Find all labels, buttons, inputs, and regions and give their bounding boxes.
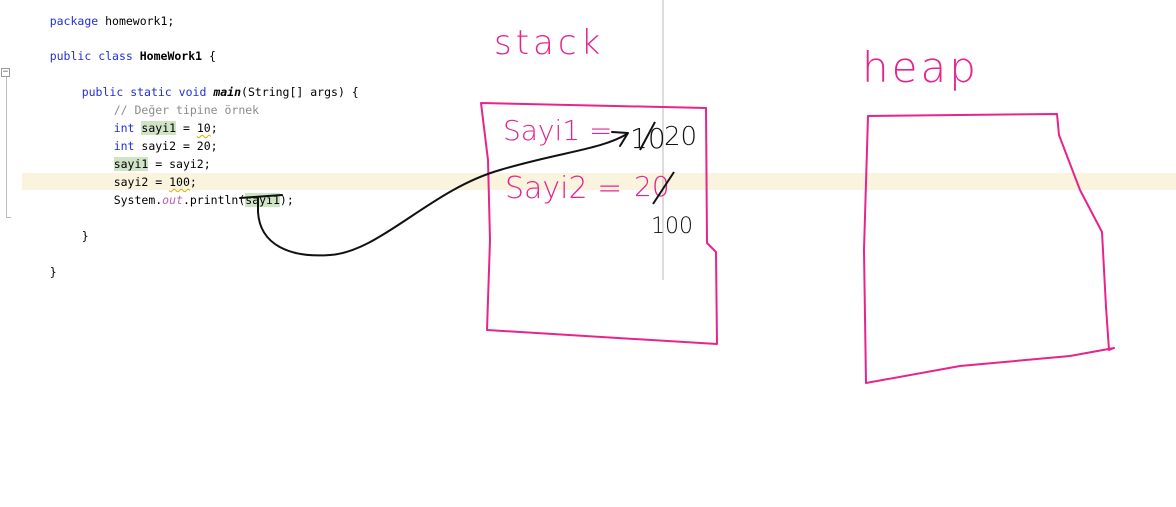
method-name: main (213, 85, 242, 99)
comment-text: // Değer tipine örnek (113, 103, 260, 117)
semicolon: ; (189, 175, 197, 189)
literal-warning: 10 (196, 121, 211, 135)
method-params: (String[] args) { (241, 85, 359, 99)
code-line-package[interactable]: package homework1; (22, 0, 175, 48)
keyword: void (178, 85, 207, 99)
statement-end: ); (279, 193, 294, 207)
keyword: int (113, 139, 135, 153)
statement-start: System. (113, 193, 163, 207)
brace: { (202, 49, 216, 63)
fold-toggle-icon[interactable]: − (1, 67, 10, 77)
code-line-assign[interactable]: sayi1 = sayi2; (86, 137, 211, 191)
variable-highlight: sayi1 (113, 157, 149, 171)
variable-highlight: sayi1 (141, 121, 177, 135)
semicolon: ; (210, 121, 218, 135)
keyword: public (81, 85, 124, 99)
keyword: package (49, 14, 99, 28)
code-line-comment[interactable]: // Değer tipine örnek (86, 83, 259, 137)
statement-start: sayi2 = (113, 175, 170, 189)
operator: = (176, 121, 197, 135)
code-line-println[interactable]: System.out.println(sayi1); (86, 173, 294, 227)
statement-rest: = sayi2; (148, 157, 211, 171)
literal-warning: 100 (169, 175, 190, 189)
code-line-close-main[interactable]: } (54, 209, 89, 263)
code-line-main[interactable]: public static void main(String[] args) { (54, 65, 359, 119)
brace: } (81, 229, 89, 243)
brace: } (49, 265, 57, 279)
code-line-int-sayi1[interactable]: int sayi1 = 10; (86, 101, 218, 155)
statement-rest: sayi2 = 20; (134, 139, 218, 153)
class-name: HomeWork1 (139, 49, 203, 63)
keyword: int (113, 121, 135, 135)
keyword: static (130, 85, 172, 99)
code-line-close-class[interactable]: } (22, 245, 57, 299)
fold-guide (6, 74, 11, 218)
static-field: out (162, 193, 183, 207)
code-line-set-sayi2[interactable]: sayi2 = 100; (86, 155, 197, 209)
method-call: .println( (182, 193, 246, 207)
code-line-int-sayi2[interactable]: int sayi2 = 20; (86, 119, 218, 173)
keyword: public (49, 49, 92, 63)
variable-highlight: sayi1 (245, 193, 280, 207)
code-line-class[interactable]: public class HomeWork1 { (22, 29, 216, 83)
keyword: class (98, 49, 133, 63)
package-name: homework1; (98, 14, 175, 28)
